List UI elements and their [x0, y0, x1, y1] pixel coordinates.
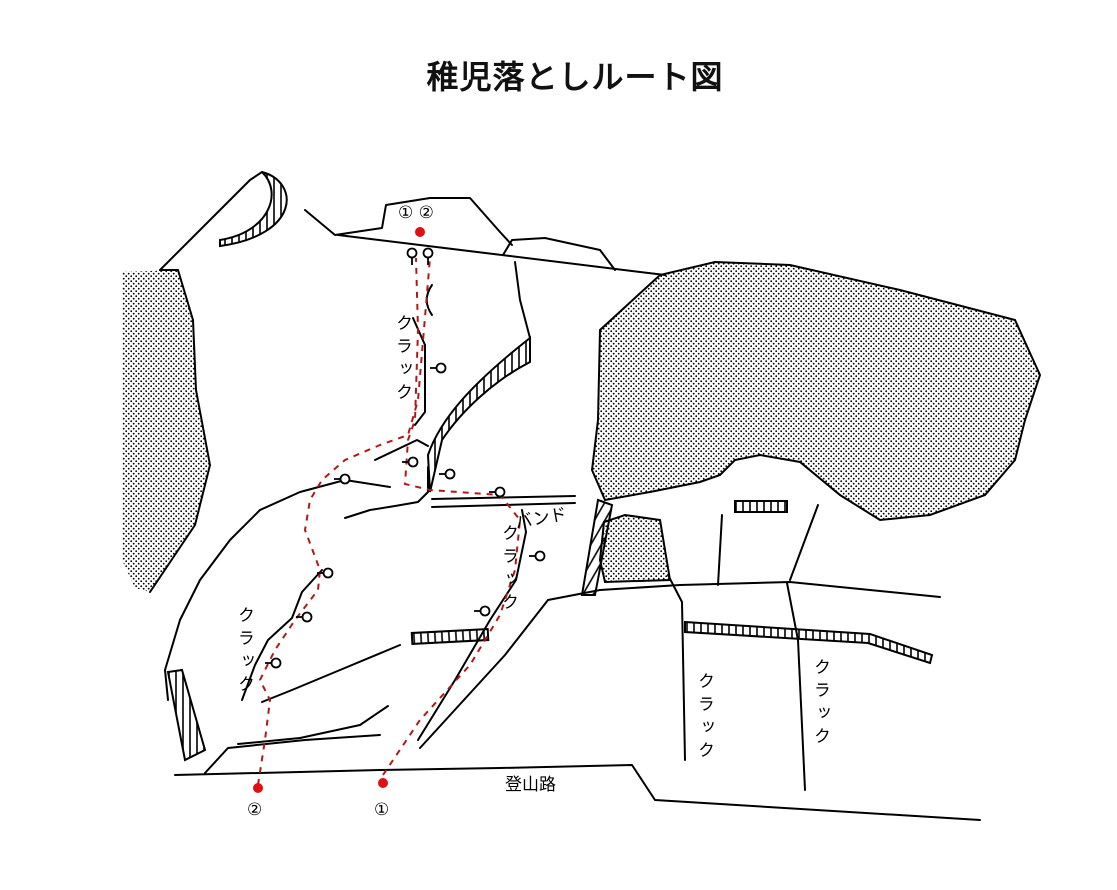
- bolt-icon: [406, 247, 418, 265]
- label-start-1: ①: [374, 800, 389, 820]
- label-start-2: ②: [247, 800, 262, 820]
- bolt-icon: [296, 611, 313, 623]
- diagram-title: 稚児落としルート図: [426, 58, 724, 96]
- bolt-icon: [489, 486, 506, 498]
- label-crack-upper: クラック: [392, 314, 412, 406]
- anchor-top-dot: [415, 227, 425, 237]
- label-trail: 登山路: [505, 775, 556, 795]
- hatched-strip-left: [166, 668, 207, 762]
- bolt-icon: [317, 567, 334, 579]
- hatched-ledge-right: [684, 620, 934, 665]
- start-dot-2: [253, 783, 263, 793]
- label-crack-left: クラック: [234, 606, 254, 698]
- bolt-icon: [402, 456, 419, 468]
- bolt-icon: [265, 657, 282, 669]
- bolt-icon: [422, 247, 434, 265]
- label-band: バンド: [514, 504, 569, 533]
- bolt-icon: [529, 550, 546, 562]
- start-dot-1: [378, 778, 388, 788]
- bolt-icons: [265, 247, 546, 669]
- bolt-icon: [439, 468, 456, 480]
- label-top-anchor: ① ②: [398, 203, 434, 223]
- bolt-icon: [474, 605, 491, 617]
- hatched-block-center: [410, 627, 490, 646]
- rock-outlines: [159, 171, 981, 821]
- label-crack-right-1: クラック: [694, 672, 714, 764]
- hatched-strip-mid: [580, 498, 614, 596]
- hatched-roof-center: [426, 335, 531, 493]
- dotted-rock-left: [122, 270, 210, 592]
- route-2: [257, 257, 431, 786]
- dotted-rock-right: [590, 260, 1042, 522]
- bolt-icon: [334, 473, 351, 485]
- label-crack-center: クラック: [498, 524, 518, 616]
- dotted-rock-small: [598, 513, 672, 584]
- hatched-overhang-top: [219, 171, 288, 248]
- label-crack-right-2: クラック: [810, 658, 830, 750]
- hatched-block-right: [734, 500, 788, 513]
- bolt-icon: [430, 362, 447, 374]
